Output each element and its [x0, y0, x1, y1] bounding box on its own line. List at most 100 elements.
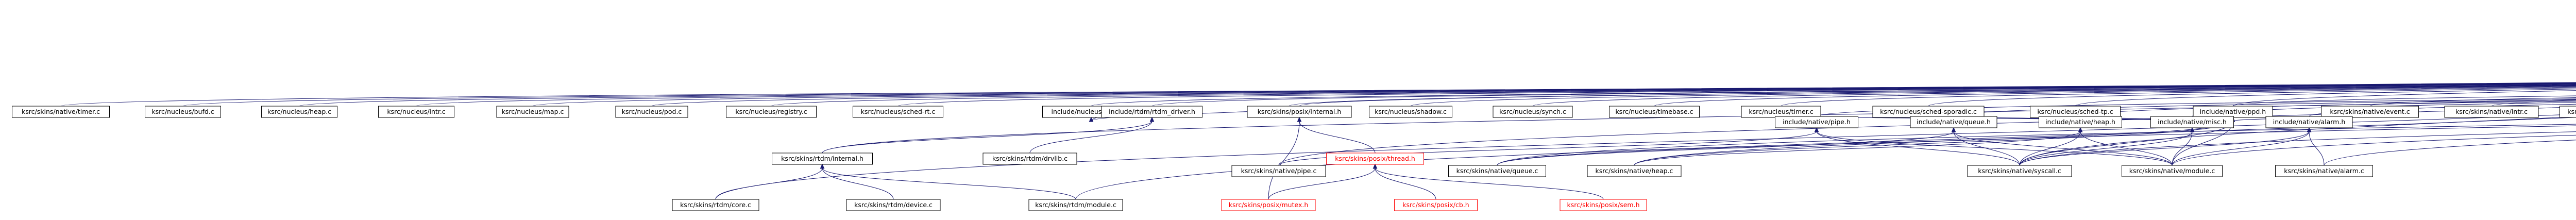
graph-node[interactable]: ksrc/skins/native/queue.c — [1448, 165, 1546, 177]
graph-node-label: ksrc/skins/native/pipe.c — [1241, 167, 1317, 175]
graph-node[interactable]: ksrc/nucleus/timer.c — [1741, 106, 1821, 118]
graph-node-label: include/native/pipe.h — [1783, 118, 1851, 126]
dependency-edge — [416, 82, 2576, 107]
graph-node[interactable]: ksrc/skins/native/event.c — [2321, 106, 2419, 118]
edge-arrowhead — [2190, 127, 2195, 132]
graph-node[interactable]: ksrc/nucleus/bufd.c — [145, 106, 221, 118]
graph-node[interactable]: ksrc/skins/native/pipe.c — [1231, 165, 1326, 177]
dependency-edge — [182, 82, 2576, 107]
dependency-edge — [2232, 90, 2576, 107]
graph-node[interactable]: ksrc/skins/native/heap.c — [1587, 165, 1682, 177]
graph-node[interactable]: ksrc/nucleus/map.c — [496, 106, 569, 118]
dependency-edge — [2019, 116, 2576, 166]
graph-node[interactable]: ksrc/skins/posix/sem.h — [1560, 199, 1647, 211]
graph-node[interactable]: ksrc/nucleus/heap.c — [261, 106, 337, 118]
graph-node-label: include/native/heap.h — [2045, 118, 2115, 126]
graph-node-box — [2560, 106, 2576, 118]
graph-node-label: ksrc/nucleus/timebase.c — [1615, 108, 1693, 115]
edge-arrowhead — [1814, 127, 1819, 132]
graph-node[interactable]: include/native/alarm.h — [2265, 116, 2353, 128]
dependency-edge — [2369, 97, 2576, 107]
graph-node[interactable]: ksrc/skins/native/timer.c — [12, 106, 110, 118]
graph-node[interactable]: ksrc/skins/posix/mutex.h — [1221, 199, 1316, 211]
edge-arrowhead — [1297, 116, 1302, 122]
dependency-nodes: include/nucleus/sched.hinclude/nucleus/p… — [12, 106, 2576, 211]
graph-node-box — [672, 199, 759, 211]
graph-node[interactable]: ksrc/nucleus/pod.c — [615, 106, 688, 118]
graph-node-label: ksrc/skins/rtdm/core.c — [680, 201, 751, 209]
dependency-edge — [2232, 95, 2576, 107]
graph-node-label: ksrc/skins/rtdm/internal.h — [781, 155, 863, 162]
graph-node-label: ksrc/skins/posix/cb.h — [1402, 201, 1469, 209]
graph-node-label: ksrc/skins/posix/thread.h — [1335, 155, 1415, 162]
graph-node-label: ksrc/skins/rtdm/drvlib.c — [992, 155, 1067, 162]
dependency-edge — [1781, 87, 2576, 107]
graph-node[interactable]: ksrc/skins/posix/internal.h — [1247, 106, 1352, 118]
graph-node[interactable]: ksrc/nucleus/sched-tp.c — [2030, 106, 2121, 118]
dependency-edge — [2309, 104, 2576, 117]
graph-node[interactable]: include/native/pipe.h — [1775, 116, 1858, 128]
graph-node[interactable]: ksrc/nucleus/sched-sporadic.c — [1872, 106, 1985, 118]
dependency-edge — [1299, 121, 1376, 154]
graph-node-label: ksrc/skins/native/heap.c — [1596, 167, 1673, 175]
dependency-edge — [822, 167, 894, 200]
graph-node-label: ksrc/nucleus/heap.c — [267, 108, 331, 115]
graph-node-box — [1221, 199, 1316, 211]
graph-node-label: ksrc/skins/native/module.c — [2129, 167, 2215, 175]
dependency-edge — [2019, 121, 2233, 166]
graph-node[interactable]: ksrc/nucleus/registry.c — [726, 106, 817, 118]
graph-node-label: ksrc/skins/native/alarm.c — [2284, 167, 2364, 175]
dependency-edge — [1268, 167, 1376, 200]
graph-node[interactable]: include/native/ppd.h — [2193, 106, 2273, 118]
graph-node[interactable]: ksrc/nucleus/timebase.c — [1609, 106, 1700, 118]
graph-node-box — [1231, 165, 1326, 177]
graph-node-box — [496, 106, 569, 118]
graph-node-label: include/native/ppd.h — [2200, 108, 2266, 115]
graph-node-box — [726, 106, 817, 118]
graph-node[interactable]: include/native/heap.h — [2039, 116, 2122, 128]
dependency-edge — [1816, 131, 2020, 166]
graph-node[interactable]: ksrc/skins/rtdm/module.c — [1028, 199, 1123, 211]
graph-node-box — [1910, 116, 1997, 128]
graph-node[interactable]: ksrc/nucleus/synch.c — [1493, 106, 1573, 118]
graph-node-box — [772, 153, 873, 165]
graph-node[interactable]: ksrc/skins/native/intr.c — [2444, 106, 2539, 118]
dependency-edge — [1953, 131, 2173, 166]
graph-node-label: ksrc/skins/native/mutex.c — [2567, 108, 2576, 115]
dependency-edge — [1654, 86, 2576, 107]
graph-node-box — [2444, 106, 2539, 118]
dependency-edge — [1928, 88, 2576, 107]
dependency-edge — [1029, 121, 1153, 154]
graph-node[interactable]: ksrc/skins/rtdm/core.c — [672, 199, 759, 211]
dependency-edge — [822, 167, 1076, 200]
edge-arrowhead — [2307, 127, 2312, 132]
dependency-edge — [1268, 121, 1300, 200]
graph-node[interactable]: include/native/queue.h — [1910, 116, 1997, 128]
graph-node[interactable]: ksrc/skins/rtdm/device.c — [846, 199, 941, 211]
graph-node-box — [2275, 165, 2373, 177]
graph-node-label: include/native/misc.h — [2158, 118, 2227, 126]
graph-node[interactable]: ksrc/skins/posix/cb.h — [1394, 199, 1478, 211]
graph-node[interactable]: ksrc/skins/rtdm/internal.h — [772, 153, 873, 165]
dependency-edge — [532, 83, 2576, 107]
graph-node[interactable]: include/native/misc.h — [2150, 116, 2234, 128]
graph-node[interactable]: ksrc/skins/native/alarm.c — [2275, 165, 2373, 177]
graph-node[interactable]: ksrc/nucleus/intr.c — [378, 106, 454, 118]
dependency-edge — [1375, 167, 1436, 200]
graph-node[interactable]: include/rtdm/rtdm_driver.h — [1101, 106, 1202, 118]
graph-node-label: ksrc/skins/posix/internal.h — [1258, 108, 1342, 115]
dependency-edge — [2019, 131, 2193, 166]
dependency-edge — [1634, 131, 2081, 166]
graph-node[interactable]: ksrc/skins/native/mutex.c — [2560, 106, 2576, 118]
dependency-edge — [299, 82, 2576, 107]
graph-node-box — [2321, 106, 2419, 118]
graph-node[interactable]: ksrc/skins/native/syscall.c — [1967, 165, 2072, 177]
graph-node-box — [1587, 165, 1682, 177]
graph-node-label: ksrc/nucleus/shadow.c — [1375, 108, 1447, 115]
graph-node[interactable]: ksrc/skins/rtdm/drvlib.c — [982, 153, 1077, 165]
graph-node-label: ksrc/nucleus/sched-tp.c — [2037, 108, 2113, 115]
graph-node[interactable]: ksrc/nucleus/sched-rt.c — [853, 106, 943, 118]
graph-node[interactable]: ksrc/nucleus/shadow.c — [1369, 106, 1452, 118]
graph-node[interactable]: ksrc/skins/posix/thread.h — [1326, 153, 1424, 165]
graph-node[interactable]: ksrc/skins/native/module.c — [2122, 165, 2223, 177]
